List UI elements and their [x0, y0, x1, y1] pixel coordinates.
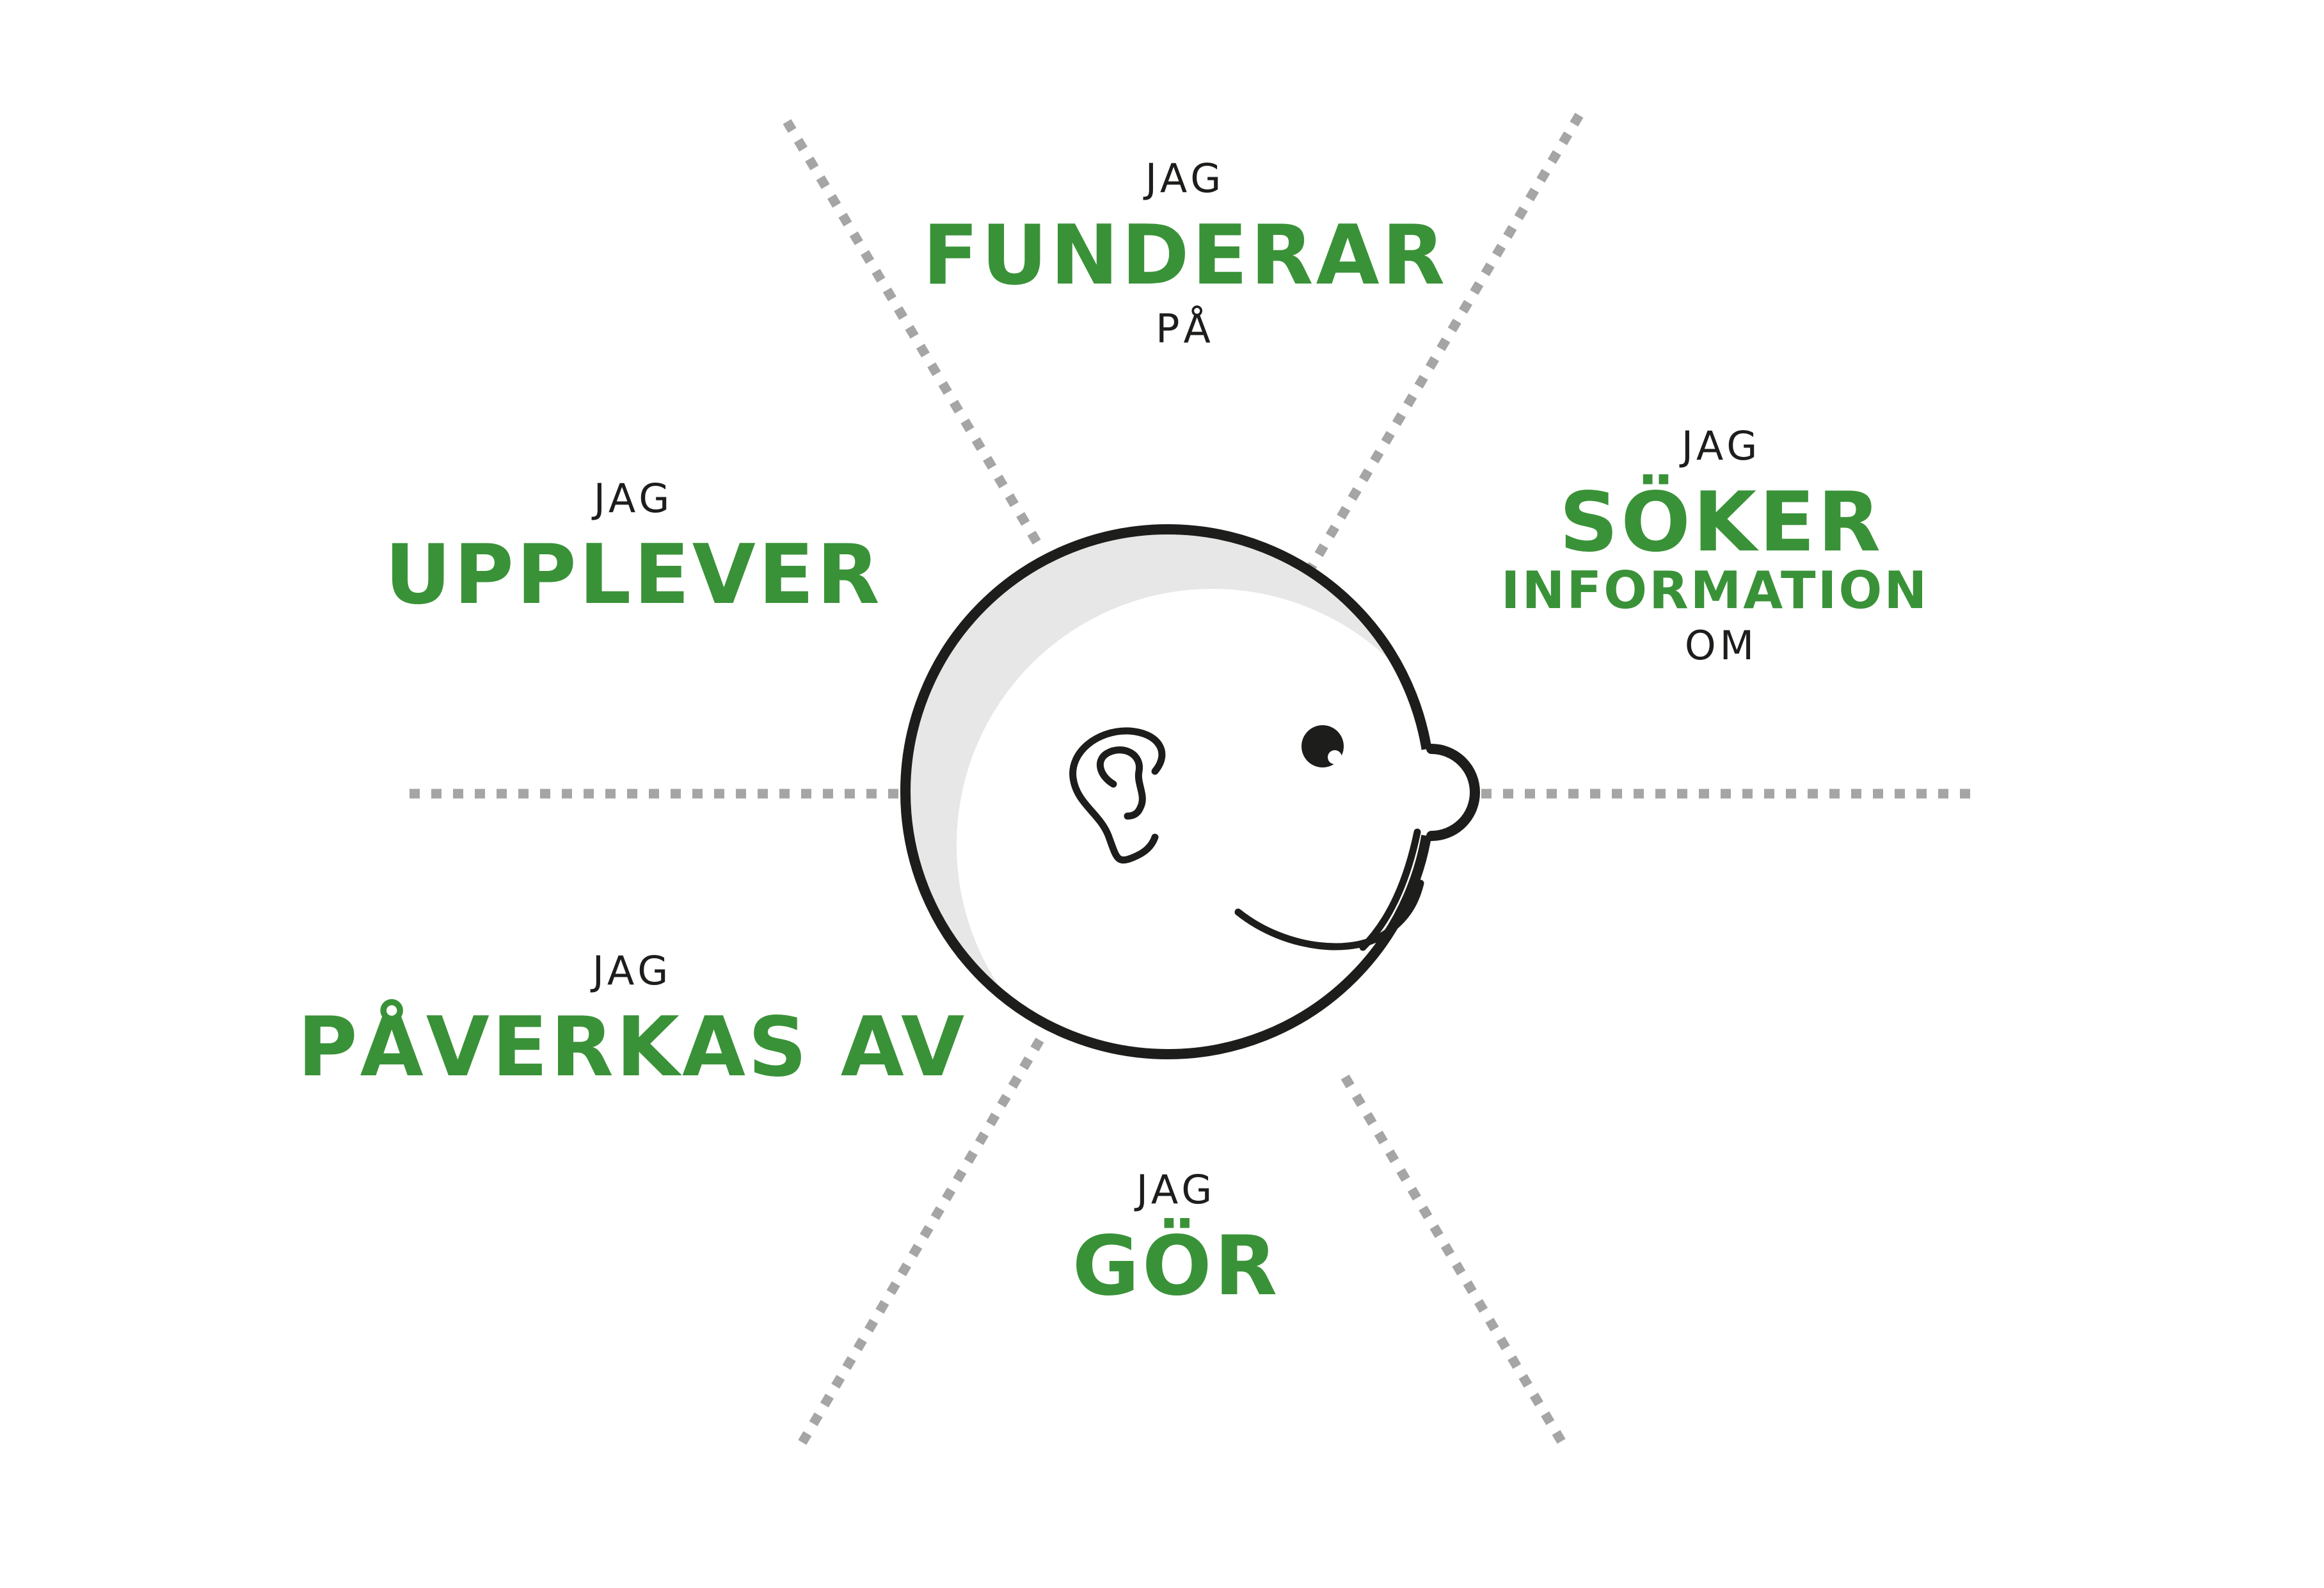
label-funderar-main: FUNDERAR	[923, 208, 1447, 303]
label-gor-main: GÖR	[1072, 1218, 1280, 1314]
smile-icon	[1234, 879, 1424, 950]
label-gor-pre: JAG	[1134, 1166, 1216, 1213]
label-gor: JAG GÖR	[1072, 1166, 1280, 1314]
ear-outer	[1069, 727, 1166, 864]
label-soker-sub: INFORMATION	[1501, 561, 1929, 620]
label-upplever-main: UPPLEVER	[385, 527, 882, 623]
head-profile-icon	[900, 524, 1480, 1101]
label-funderar-pre: JAG	[1143, 155, 1225, 202]
eye-icon	[1301, 725, 1344, 767]
label-soker-post: OM	[1685, 622, 1758, 669]
label-paverkas-pre: JAG	[590, 947, 673, 994]
label-upplever: JAG UPPLEVER	[385, 475, 882, 623]
label-paverkas: JAG PÅVERKAS AV	[298, 947, 967, 1095]
label-soker: JAG SÖKER INFORMATION OM	[1501, 422, 1929, 669]
divider-lower-right	[1307, 1018, 1571, 1452]
nose-outline	[1426, 744, 1480, 841]
label-funderar-post: PÅ	[1156, 305, 1214, 352]
label-upplever-pre: JAG	[591, 475, 674, 522]
ear-icon	[1069, 727, 1166, 864]
label-soker-main: SÖKER	[1559, 474, 1883, 570]
ear-inner	[1097, 746, 1146, 820]
label-funderar: JAG FUNDERAR PÅ	[923, 155, 1447, 352]
divider-upper-right	[1307, 113, 1584, 569]
divider-lines	[410, 113, 1977, 1452]
nose-icon	[1388, 744, 1480, 841]
head-inner-highlight	[957, 589, 1468, 1101]
divider-upper-left	[783, 119, 1044, 550]
label-paverkas-main: PÅVERKAS AV	[298, 999, 967, 1095]
eye-glint	[1328, 750, 1342, 764]
label-soker-pre: JAG	[1679, 422, 1762, 469]
nose-mask	[1388, 749, 1475, 836]
divider-lower-left	[795, 1038, 1044, 1449]
